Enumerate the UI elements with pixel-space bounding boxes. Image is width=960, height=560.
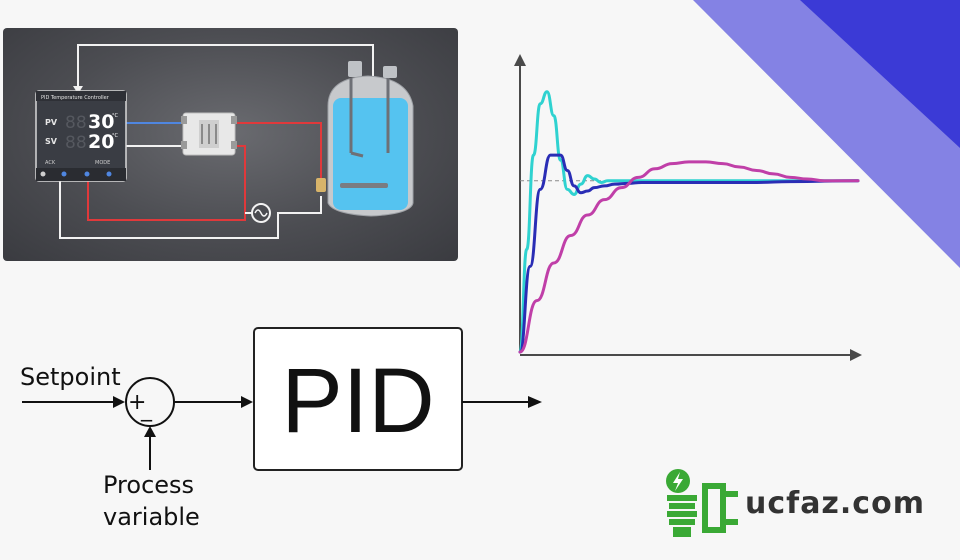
heated-tank: [316, 61, 414, 217]
response-curve-2: [518, 153, 860, 354]
process-illustration: PID Temperature Controller PV SV 88 88 3…: [3, 28, 458, 261]
key-icon: [84, 171, 90, 177]
key-icon: [61, 171, 67, 177]
svg-text:88: 88: [65, 113, 87, 133]
x-axis-arrow: [850, 349, 862, 361]
y-axis-arrow: [514, 54, 526, 66]
key-icon: [40, 171, 46, 177]
controller-title: PID Temperature Controller: [41, 95, 110, 101]
plus-sign: +: [128, 390, 146, 415]
pv-value: 30: [88, 111, 114, 133]
pv-label: PV: [45, 118, 58, 127]
solid-state-relay: [181, 112, 237, 156]
heater-connector: [316, 178, 326, 192]
setpoint-label: Setpoint: [20, 363, 121, 391]
top-wire: [77, 44, 374, 88]
process-variable-label-line2: variable: [103, 503, 200, 531]
pid-block-diagram: Setpoint + _ Process variable PID: [20, 327, 542, 531]
temperature-controller: PID Temperature Controller PV SV 88 88 3…: [35, 90, 127, 182]
mode-key-label: MODE: [95, 160, 110, 166]
power-wire: [235, 122, 322, 178]
process-schematic: PID Temperature Controller PV SV 88 88 3…: [35, 44, 414, 239]
minus-sign: _: [140, 397, 153, 422]
pid-block: [253, 327, 463, 471]
key-icon: [106, 171, 112, 177]
sv-label: SV: [45, 137, 58, 146]
process-variable-label-line1: Process: [103, 471, 194, 499]
svg-text:°C: °C: [112, 133, 119, 139]
ack-key-label: ACK: [45, 160, 56, 166]
svg-text:88: 88: [65, 133, 87, 153]
blue-triangle: [800, 0, 960, 148]
response-curve-3: [518, 160, 860, 354]
pid-label: PID: [281, 350, 434, 452]
svg-text:°C: °C: [112, 113, 119, 119]
ucfaz-logo-icon: [666, 469, 738, 537]
response-curve-1: [518, 90, 860, 354]
brand-name: ucfaz.com: [745, 486, 925, 521]
step-response-chart: [514, 54, 862, 361]
sv-value: 20: [88, 131, 114, 153]
